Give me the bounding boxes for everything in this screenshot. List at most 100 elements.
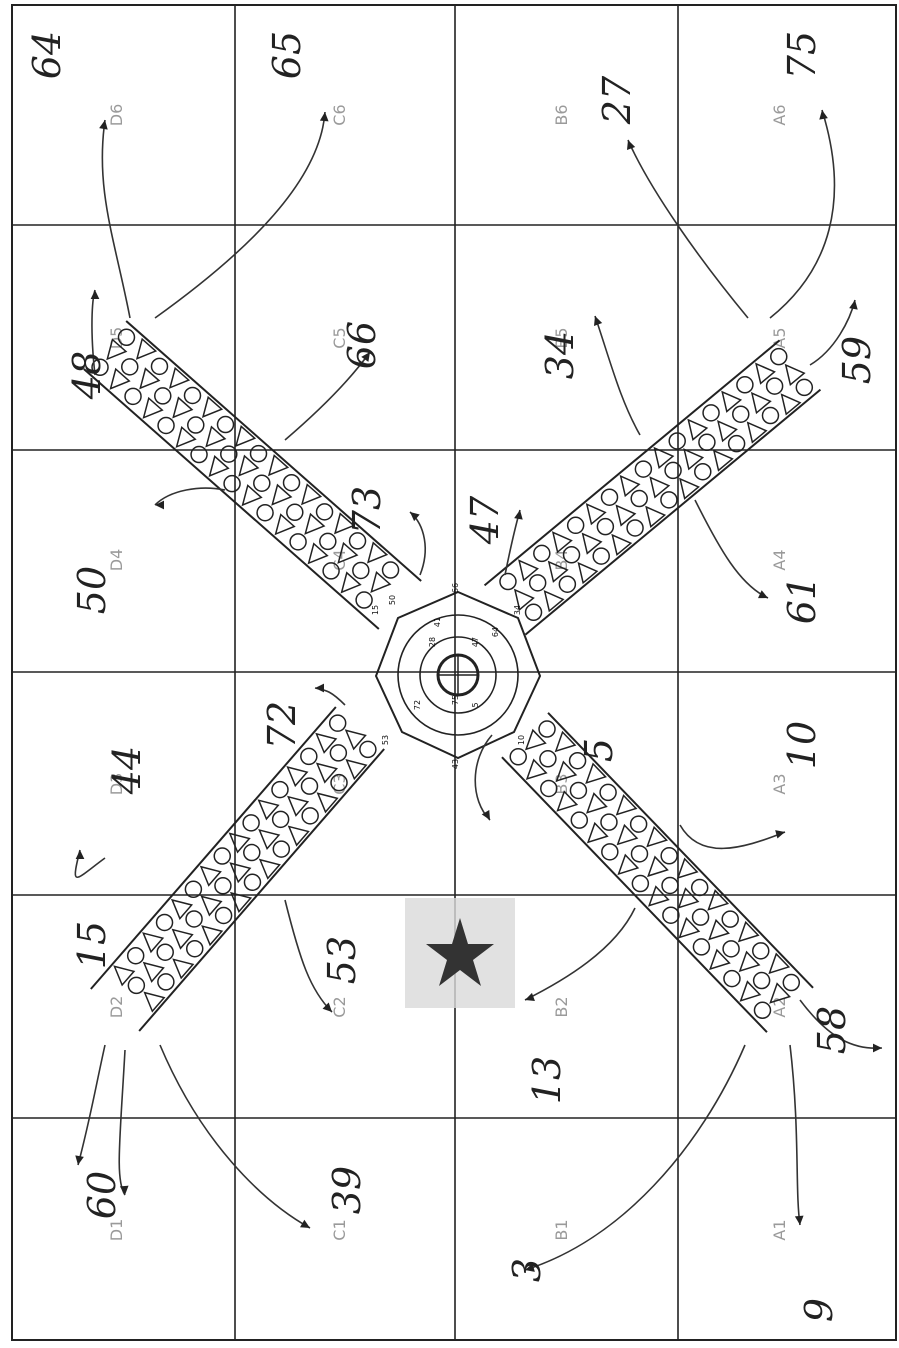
arm-triangle [617,506,635,526]
hub-number: 75 [451,695,460,705]
handwritten-number: 72 [260,701,304,749]
arm-circle [661,848,677,864]
arm-circle [631,846,647,862]
arrow-head-icon [315,684,324,693]
arm-triangle [752,393,770,413]
arm-triangle [140,369,159,388]
arm-circle [568,517,584,533]
handwritten-number: 44 [105,746,149,795]
arm-triangle [786,365,804,385]
arrow-head-icon [758,590,768,598]
arm-triangle [621,476,639,496]
arm-triangle [612,535,630,555]
cell-label: A3 [770,773,789,794]
arm-circle [215,878,231,894]
arm-triangle [617,796,636,815]
arm-circle [733,406,749,422]
arm-triangle [526,730,545,749]
arm-circle [662,877,678,893]
arm-circle [251,446,267,462]
arm-circle [601,814,617,830]
arm-lower-right [502,713,813,1032]
arm-circle [602,844,618,860]
hub-number: 10 [517,735,526,745]
arm-triangle [288,767,307,786]
arm-circle [187,941,203,957]
arm-triangle [650,478,668,498]
cell-label: A6 [770,104,789,125]
arm-triangle [649,887,668,906]
arm-circle [122,359,138,375]
arm-circle [693,909,709,925]
arm-circle [244,845,260,861]
arm-circle [631,491,647,507]
arm-circle [695,464,711,480]
arm-triangle [305,514,324,533]
arm-circle [158,417,174,433]
arm-circle [157,914,173,930]
arrow-head-icon [91,290,100,299]
hub-number: 43 [451,759,460,769]
arm-triangle [684,449,702,469]
arm-circle [383,562,399,578]
arm-circle [330,715,346,731]
arrow-head-icon [410,512,420,521]
arm-triangle [111,369,130,388]
arm-triangle [579,563,597,583]
handwritten-number: 60 [80,1171,124,1219]
arm-triangle [679,889,698,908]
arm-circle [273,811,289,827]
arm-circle [510,749,526,765]
arm-triangle [680,479,698,499]
arm-circle [155,388,171,404]
arm-circle [593,548,609,564]
handwritten-number: 39 [325,1166,369,1214]
arm-circle [254,475,270,491]
arm-circle [753,943,769,959]
arm-circle [125,388,141,404]
arm-circle [724,971,740,987]
arm-circle [762,408,778,424]
arm-triangle [714,451,732,471]
arm-circle [273,841,289,857]
arm-circle [737,377,753,393]
arm-triangle [583,534,601,554]
arrow-head-icon [525,993,535,1001]
cell-label: C1 [330,1219,349,1240]
arm-triangle [203,397,222,416]
handwritten-number: 15 [70,921,114,969]
handwritten-number: 59 [835,336,879,384]
arm-circle [330,745,346,761]
arm-triangle [718,421,736,441]
arm-circle [284,475,300,491]
handwritten-number: 5 [577,738,621,762]
hub-number: 41 [433,617,442,627]
arm-circle [534,545,550,561]
hub-number: 72 [413,700,422,710]
arm-triangle [347,760,366,779]
arrow-head-icon [819,110,828,120]
arrow-head-icon [514,510,523,520]
arm-triangle [170,368,189,387]
arm-triangle [748,423,766,443]
arm-triangle [144,398,163,417]
arm-circle [571,812,587,828]
arm-circle [186,911,202,927]
handwritten-number: 75 [780,31,824,79]
cell-label: A4 [770,549,789,570]
arm-circle [632,876,648,892]
arrow-path [525,908,635,1000]
hub-number: 53 [381,735,390,745]
arm-circle [184,387,200,403]
arrow-path [595,316,640,435]
arm-circle [722,911,738,927]
arrow-path [695,500,768,598]
arm-triangle [272,485,291,504]
arm-circle [692,879,708,895]
arm-triangle [588,823,607,842]
hub-number: 28 [428,637,437,647]
arm-circle [243,815,259,831]
arm-triangle [201,867,220,886]
arm-triangle [260,860,279,879]
arm-triangle [316,734,335,753]
